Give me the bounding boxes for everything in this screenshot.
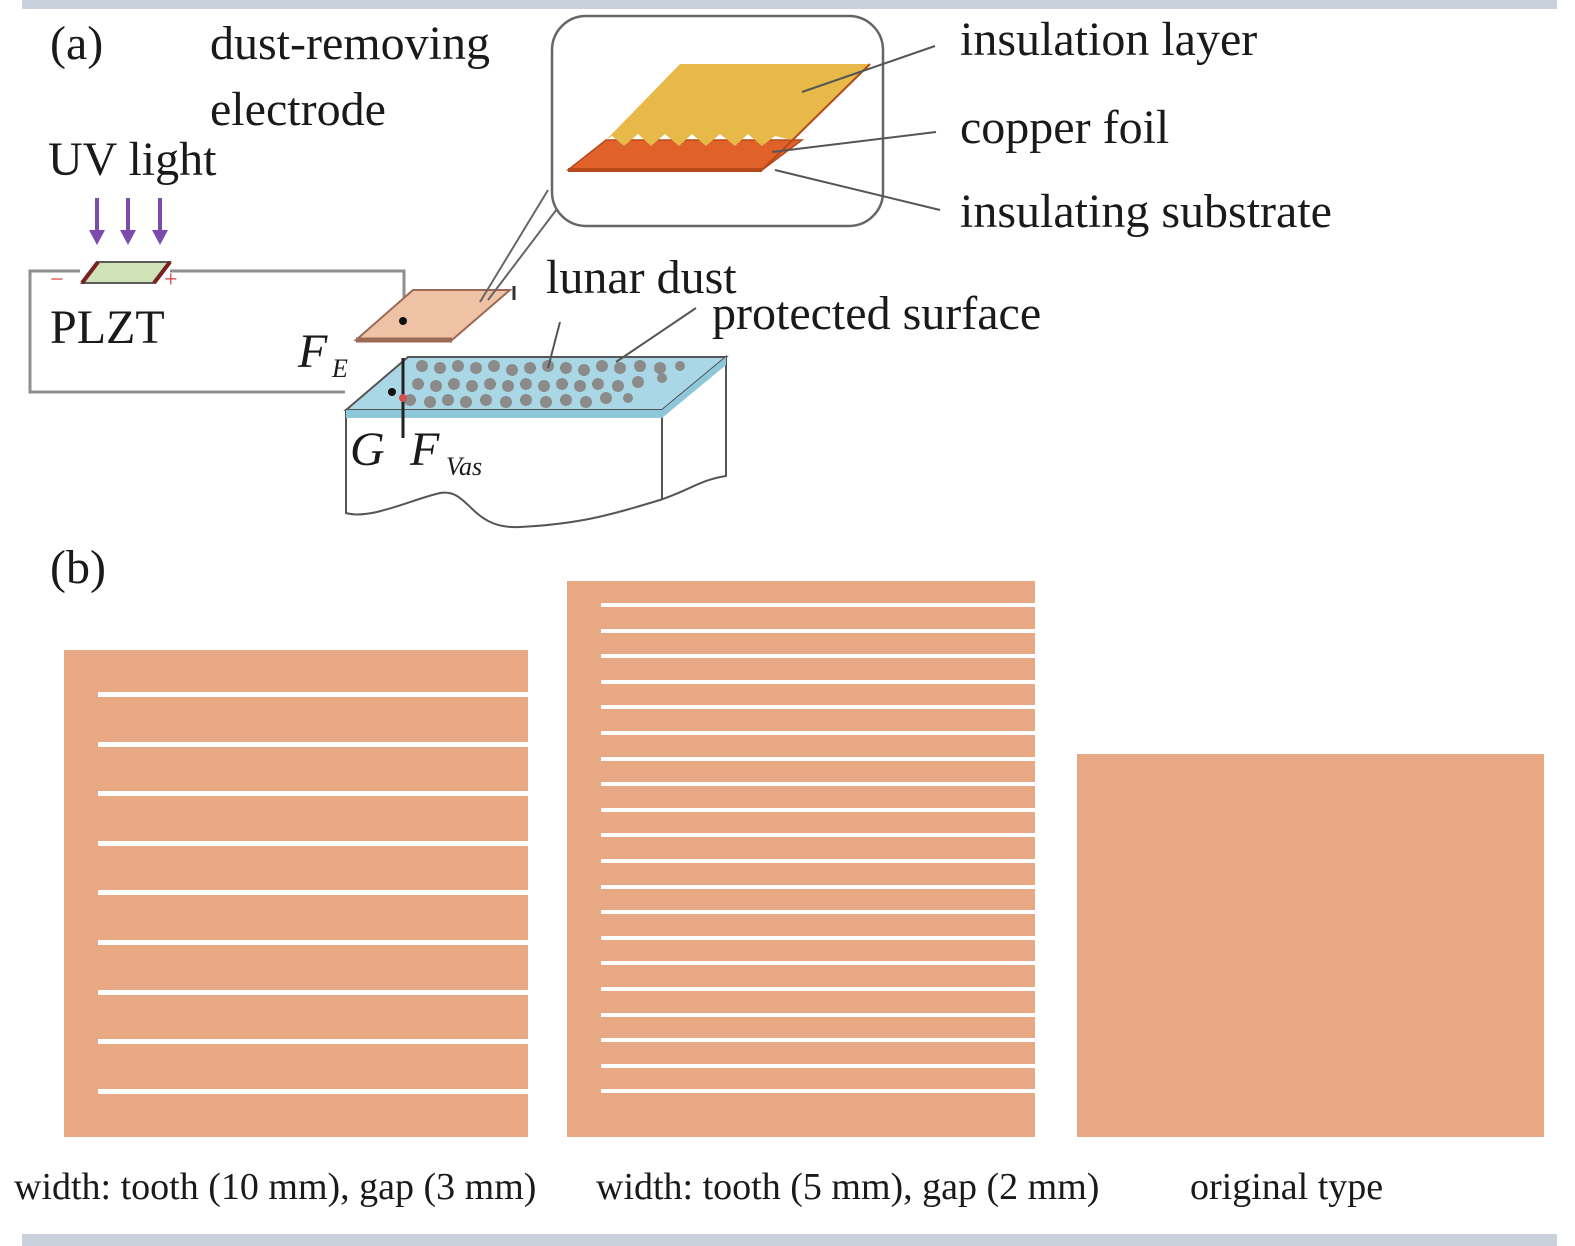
electrode-5mm-tooth xyxy=(567,581,1035,1137)
caption-5mm: width: tooth (5 mm), gap (2 mm) xyxy=(596,1166,1100,1208)
uv-light-label: UV light xyxy=(48,133,217,186)
circuit-wire xyxy=(28,269,345,394)
circuit-wire-top xyxy=(170,269,406,318)
electrode-gap xyxy=(98,791,528,797)
plzt-label: PLZT xyxy=(50,301,165,354)
electrode-gap xyxy=(601,807,1035,812)
electrode-gap xyxy=(601,603,1035,607)
panel-a-label: (a) xyxy=(50,17,104,70)
electrode-label: electrode xyxy=(210,83,386,136)
electrode-gap xyxy=(601,756,1035,761)
electrode-gap xyxy=(98,1088,528,1094)
electrode-gap xyxy=(601,859,1035,863)
electrode-original-type xyxy=(1077,754,1544,1137)
electrode-gap xyxy=(98,940,528,945)
electrode-10mm-tooth xyxy=(64,650,528,1144)
electrode-gap xyxy=(601,654,1035,659)
plzt-element xyxy=(79,260,173,285)
electrode-gap xyxy=(601,782,1035,787)
panel-b-label: (b) xyxy=(50,541,106,594)
electrode-gap xyxy=(601,910,1035,915)
electrode-gap xyxy=(601,884,1035,889)
electrode-gap xyxy=(601,833,1035,838)
electrode-gap xyxy=(98,692,528,697)
copper-foil-label: copper foil xyxy=(960,101,1170,154)
fe-subscript: E xyxy=(332,354,348,383)
plus-sign: + xyxy=(164,267,178,293)
electrode-gap xyxy=(98,840,528,846)
electrode-gap xyxy=(601,731,1035,735)
electrode-gap xyxy=(601,705,1035,710)
fe-label: F xyxy=(298,325,328,378)
electrode-gap xyxy=(601,935,1035,940)
electrode-gap xyxy=(601,1038,1035,1043)
electrode-gap xyxy=(601,961,1035,966)
electrode-gap xyxy=(98,1138,528,1144)
fvas-label: F xyxy=(410,423,440,476)
electrode-gap xyxy=(601,679,1035,684)
uv-arrows xyxy=(89,198,168,245)
electrode-gap xyxy=(98,890,528,896)
lunar-dust-particles xyxy=(404,360,685,408)
insulation-layer-label: insulation layer xyxy=(960,13,1258,66)
electrode-gap xyxy=(601,987,1035,991)
electrode-gap xyxy=(601,628,1035,633)
protected-surface-label: protected surface xyxy=(712,287,1042,340)
caption-original: original type xyxy=(1190,1166,1384,1208)
dust-removing-label: dust-removing xyxy=(210,17,490,70)
electrode-gap xyxy=(98,1039,528,1045)
electrode-gap xyxy=(98,741,528,747)
bottom-border xyxy=(22,1234,1557,1246)
minus-sign: − xyxy=(50,267,64,293)
lunar-dust-label: lunar dust xyxy=(546,251,737,304)
g-label: G xyxy=(350,423,385,476)
insulating-substrate-label: insulating substrate xyxy=(960,185,1332,238)
electrode-gap xyxy=(601,1012,1035,1017)
caption-10mm: width: tooth (10 mm), gap (3 mm) xyxy=(14,1166,537,1208)
electrode-gap xyxy=(601,1089,1035,1094)
fvas-subscript: Vas xyxy=(446,452,483,481)
insulation-layer xyxy=(606,64,870,146)
electrode-plate xyxy=(353,289,513,341)
top-border xyxy=(22,0,1557,9)
electrode-gap xyxy=(98,989,528,995)
electrode-gap xyxy=(601,1063,1035,1068)
